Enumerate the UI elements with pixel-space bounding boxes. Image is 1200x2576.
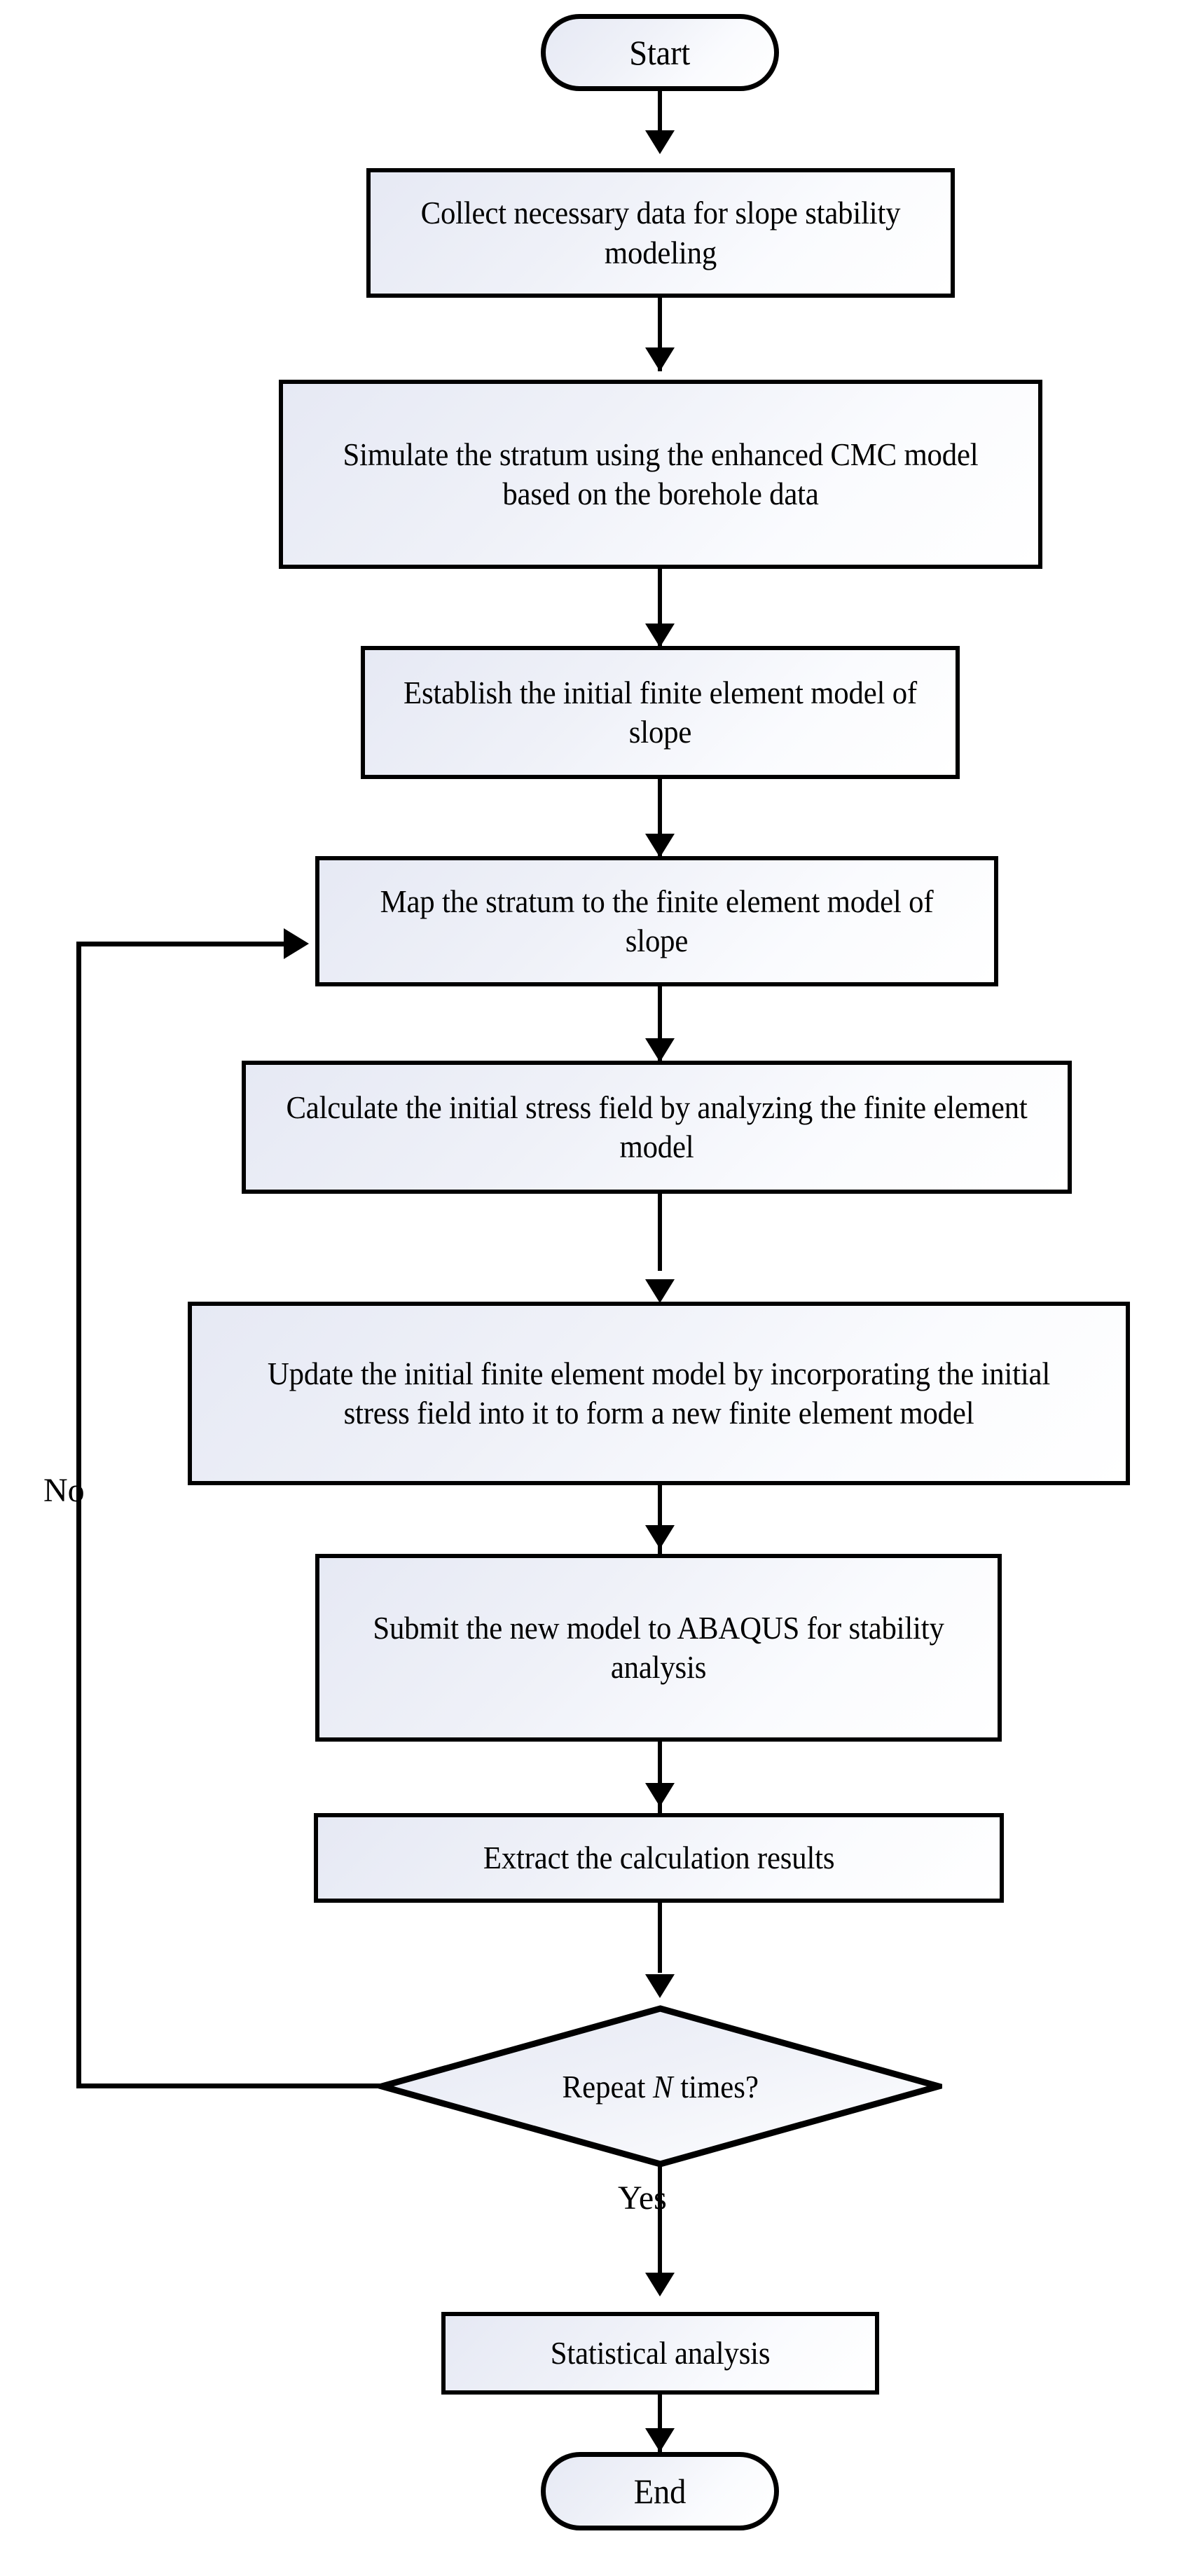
edge-map-calculate-arrow [645, 1038, 675, 1062]
node-establish-model[interactable]: Establish the initial finite element mod… [361, 646, 960, 779]
edge-establish-map-line [658, 779, 662, 857]
edge-simulate-establish-arrow [645, 624, 675, 647]
edge-collect-simulate-arrow [645, 347, 675, 371]
node-extract-results-label: Extract the calculation results [483, 1839, 835, 1875]
node-establish-model-label: Establish the initial finite element mod… [404, 674, 917, 750]
edge-map-calculate-line [658, 986, 662, 1062]
node-calculate-stress[interactable]: Calculate the initial stress field by an… [242, 1061, 1072, 1194]
node-repeat-decision-label: Repeat N times? [378, 2005, 942, 2168]
node-extract-results[interactable]: Extract the calculation results [314, 1813, 1004, 1903]
node-end-label: End [633, 2471, 687, 2511]
node-simulate-stratum[interactable]: Simulate the stratum using the enhanced … [279, 380, 1042, 569]
node-submit-abaqus[interactable]: Submit the new model to ABAQUS for stabi… [315, 1554, 1002, 1742]
edge-start-collect-line [658, 91, 662, 135]
edge-submit-extract-line [658, 1742, 662, 1814]
edge-start-collect-arrow [645, 130, 675, 154]
edge-collect-simulate-line [658, 298, 662, 371]
edge-submit-extract-arrow [645, 1783, 675, 1807]
node-repeat-decision[interactable]: Repeat N times? [378, 2005, 942, 2168]
edge-yes-arrow [645, 2273, 675, 2296]
node-calculate-stress-label: Calculate the initial stress field by an… [286, 1089, 1028, 1164]
node-simulate-stratum-label: Simulate the stratum using the enhanced … [343, 436, 979, 511]
edge-calculate-update-arrow [645, 1279, 675, 1303]
edge-simulate-establish-line [658, 569, 662, 647]
edge-no-vertical [76, 942, 81, 2087]
decision-label-suffix: times? [673, 2068, 759, 2105]
edge-yes-line [658, 2164, 662, 2293]
node-start-label: Start [629, 32, 691, 72]
node-end[interactable]: End [541, 2452, 779, 2530]
node-map-stratum-label: Map the stratum to the finite element mo… [380, 883, 934, 958]
node-statistical-analysis-label: Statistical analysis [550, 2334, 771, 2371]
node-update-model[interactable]: Update the initial finite element model … [188, 1302, 1130, 1485]
edge-statistical-end-line [658, 2395, 662, 2458]
node-map-stratum[interactable]: Map the stratum to the finite element mo… [315, 856, 998, 986]
edge-extract-decision-line [658, 1903, 662, 1973]
edge-no-arrowhead [284, 928, 309, 959]
edge-update-submit-arrow [645, 1525, 675, 1549]
edge-update-submit-line [658, 1485, 662, 1555]
decision-label-prefix: Repeat [562, 2068, 653, 2105]
edge-calculate-update-line [658, 1194, 662, 1271]
edge-no-horizontal-bottom [76, 2083, 385, 2088]
node-submit-abaqus-label: Submit the new model to ABAQUS for stabi… [373, 1609, 944, 1685]
edge-label-yes: Yes [618, 2179, 667, 2217]
node-statistical-analysis[interactable]: Statistical analysis [441, 2312, 879, 2395]
node-update-model-label: Update the initial finite element model … [267, 1355, 1051, 1431]
edge-statistical-end-arrow [645, 2428, 675, 2452]
edge-label-no: No [43, 1472, 85, 1509]
edge-extract-decision-arrow [645, 1974, 675, 1998]
decision-label-variable: N [652, 2068, 673, 2105]
edge-no-horizontal-top [76, 942, 287, 946]
node-start[interactable]: Start [541, 14, 779, 91]
node-collect-data-label: Collect necessary data for slope stabili… [420, 195, 901, 270]
node-collect-data[interactable]: Collect necessary data for slope stabili… [366, 168, 955, 298]
edge-establish-map-arrow [645, 834, 675, 857]
